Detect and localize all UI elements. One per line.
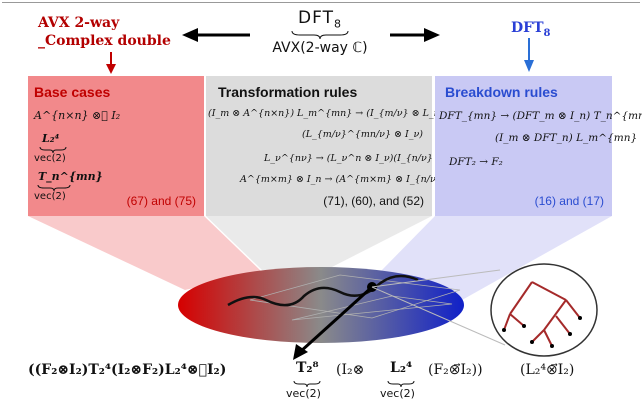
header-dft8: DFT8 <box>250 8 390 30</box>
panel-base-cases: Base cases A^{n×n} ⊗⃗ I₂ L₂⁴ vec(2) T_n^… <box>28 76 204 216</box>
formula-part3-pre: (I₂⊗ <box>336 362 365 378</box>
red-down-arrow-icon <box>106 64 116 74</box>
break-rule-1: DFT_{mn} → (DFT_m ⊗ I_n) T_n^{mn} <box>439 110 642 122</box>
right-arrowhead-icon <box>424 28 440 42</box>
header-dft-text: DFT <box>298 8 334 28</box>
formula-part1: ((F₂⊗I₂)T₂⁴(I₂⊗F₂)L₂⁴⊗⃗I₂) <box>28 362 227 378</box>
formula-label-2: vec(2) <box>380 387 415 400</box>
header-right-dft-text: DFT <box>511 20 544 36</box>
base-brace-1 <box>39 146 67 153</box>
tree-circle <box>490 263 598 357</box>
base-rule-2: L₂⁴ <box>42 132 60 145</box>
panel-transformation-rules: Transformation rules (I_m ⊗ A^{n×n}) L_m… <box>206 76 558 216</box>
header-right-dft-sub: 8 <box>543 27 551 39</box>
trans-rule-1: (I_m ⊗ A^{n×n}) L_m^{mn} → (I_{m/ν} ⊗ L_… <box>208 108 558 119</box>
base-label-1: vec(2) <box>34 153 66 164</box>
funnel-break <box>380 216 612 300</box>
ruletree-icon <box>503 281 581 347</box>
formula-brace-2 <box>387 380 415 387</box>
panel-trans-title: Transformation rules <box>218 84 358 100</box>
header-center: DFT8 AVX(2-way ℂ) <box>250 8 390 56</box>
trans-rule-1b: (L_{m/ν}^{mn/ν} ⊗ I_ν) <box>302 129 423 140</box>
pointer-arrowhead-icon <box>293 344 308 360</box>
funnel-base <box>28 216 262 290</box>
formula-part2: T₂⁸ <box>296 360 319 376</box>
formula-label-1: vec(2) <box>286 387 321 400</box>
header-right-dft8: DFT8 <box>511 20 550 39</box>
funnel-trans <box>206 216 432 270</box>
base-rule-1: A^{n×n} ⊗⃗ I₂ <box>34 109 121 122</box>
panel-breakdown-rules: Breakdown rules DFT_{mn} → (DFT_m ⊗ I_n)… <box>435 76 642 216</box>
base-brace-2 <box>37 184 71 191</box>
header-dft-sub: 8 <box>333 17 342 31</box>
top-rule <box>2 2 640 3</box>
header-avx-sub: AVX(2-way ℂ) <box>272 40 368 57</box>
trans-ref: (71), (60), and (52) <box>323 194 424 208</box>
formula-part5: (L₂⁴⊗⃗I₂) <box>520 362 575 378</box>
trans-rule-2: L_ν^{nν} → (L_ν^n ⊗ I_ν)(I_{n/ν} ⊗ L_ν^{… <box>264 153 497 164</box>
formula-part3: L₂⁴ <box>390 360 413 376</box>
header-avx-line1: AVX 2-way <box>38 15 120 31</box>
left-arrowhead-icon <box>182 28 198 42</box>
base-label-2: vec(2) <box>34 191 66 202</box>
trans-rule-3: A^{m×m} ⊗ I_n → (A^{m×m} ⊗ I_{n/ν}) ⊗ I_… <box>240 174 474 185</box>
header-underbrace <box>291 31 349 40</box>
header-avx-line2: _Complex double <box>38 33 171 49</box>
search-space-ellipse <box>178 267 464 343</box>
base-ref: (67) and (75) <box>126 194 196 208</box>
break-rule-1b: (I_m ⊗ DFT_n) L_m^{mn} <box>495 132 638 144</box>
break-rule-2: DFT₂ → F₂ <box>449 156 503 168</box>
formula-brace-1 <box>293 380 321 387</box>
base-rule-3: T_n^{mn} <box>38 170 103 183</box>
formula-part1-text: (F₂⊗I₂)T₂⁴(I₂⊗F₂)L₂⁴⊗⃗I₂ <box>34 362 220 378</box>
break-ref: (16) and (17) <box>534 194 604 208</box>
header-avx-label: AVX 2-way _Complex double <box>38 14 171 50</box>
search-path <box>227 274 419 307</box>
panel-break-title: Breakdown rules <box>445 84 558 100</box>
formula-part4: (F₂⊗⃗I₂)) <box>428 362 483 378</box>
blue-down-arrow-icon <box>524 60 534 72</box>
panel-base-title: Base cases <box>34 84 111 100</box>
